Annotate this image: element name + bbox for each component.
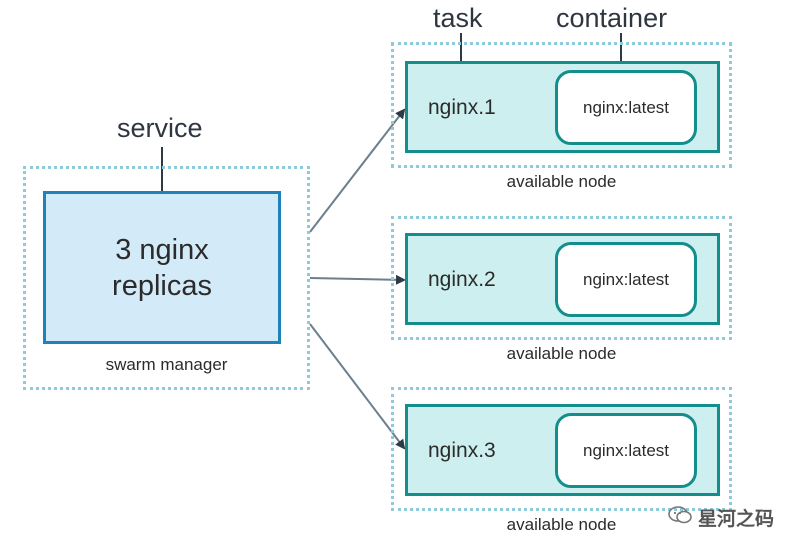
task-label: task xyxy=(433,3,483,33)
node-caption-1: available node xyxy=(506,172,617,191)
container-box-1: nginx:latest xyxy=(555,70,697,145)
swarm-manager-caption: swarm manager xyxy=(105,355,228,374)
node-caption-2: available node xyxy=(506,344,617,363)
container-box-3: nginx:latest xyxy=(555,413,697,488)
task-name-2: nginx.2 xyxy=(428,268,496,291)
node-caption-3: available node xyxy=(506,515,617,534)
task-box-3: nginx.3 nginx:latest xyxy=(405,404,720,496)
task-name-1: nginx.1 xyxy=(428,96,496,119)
container-name-1: nginx:latest xyxy=(583,97,669,117)
task-box-1: nginx.1 nginx:latest xyxy=(405,61,720,153)
watermark: 星河之码 xyxy=(668,504,774,531)
container-name-3: nginx:latest xyxy=(583,440,669,460)
swarm-manager-region xyxy=(23,166,310,390)
arrow-to-node-1 xyxy=(309,108,406,233)
task-box-2: nginx.2 nginx:latest xyxy=(405,233,720,325)
service-box: 3 nginx replicas xyxy=(43,191,281,344)
service-text-line1: 3 nginx xyxy=(115,234,209,266)
container-box-2: nginx:latest xyxy=(555,242,697,317)
container-label: container xyxy=(556,3,668,33)
node-region-2 xyxy=(391,216,732,340)
node-region-3 xyxy=(391,387,732,511)
node-region-1 xyxy=(391,42,732,168)
container-name-2: nginx:latest xyxy=(583,269,669,289)
service-label: service xyxy=(117,113,203,143)
arrow-to-node-3 xyxy=(309,323,406,450)
wechat-bubble-icon xyxy=(668,505,692,531)
watermark-text: 星河之码 xyxy=(698,509,775,530)
service-text-line2: replicas xyxy=(112,270,212,302)
task-name-3: nginx.3 xyxy=(428,439,496,462)
arrow-to-node-2 xyxy=(309,274,406,285)
